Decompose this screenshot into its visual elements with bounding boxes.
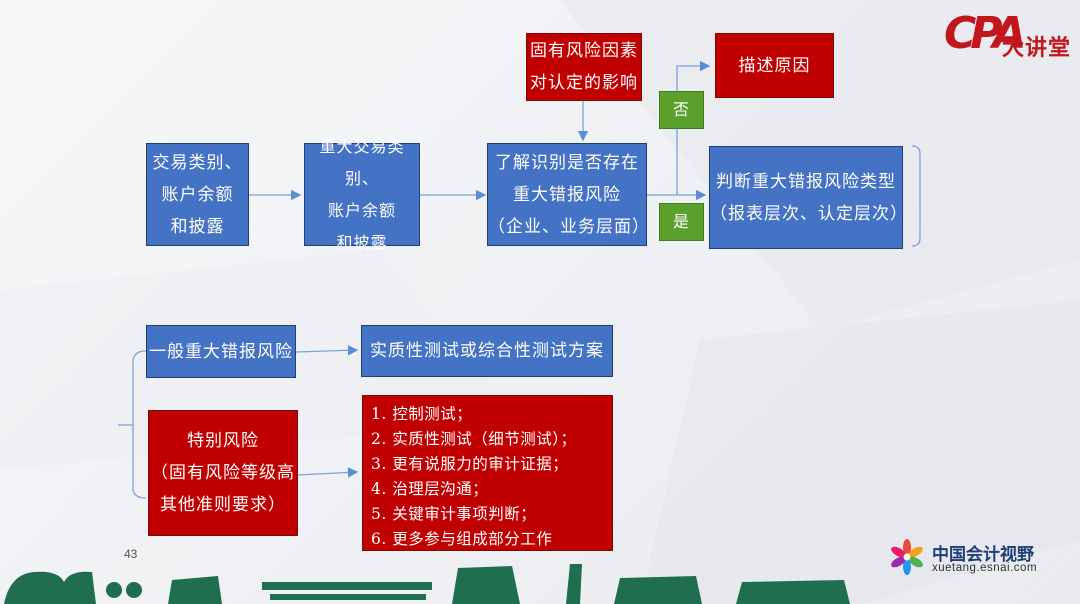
box-identify-line-2: 重大错报风险 [513, 184, 621, 205]
box-significant-line-2: 账户余额 [327, 200, 396, 220]
box-identify-line-1: 了解识别是否存在 [495, 152, 639, 173]
list-item: 6. 更多参与组成部分工作 [371, 530, 553, 548]
list-item: 2. 实质性测试（细节测试）； [371, 430, 577, 448]
box-identify: 了解识别是否存在 重大错报风险 （企业、业务层面） [487, 143, 650, 246]
box-judge-line-1: 判断重大错报风险类型 [716, 171, 896, 192]
box-significant-line-3: 和披露 [336, 232, 388, 252]
cpa-logo-mark: CPA [944, 8, 1027, 59]
box-judge-line-2: （报表层次、认定层次） [710, 203, 908, 224]
box-substantive: 实质性测试或综合性测试方案 [361, 325, 613, 377]
box-inherent-line-2: 对认定的影响 [530, 73, 638, 93]
bottom-decoration [4, 564, 850, 604]
tag-no: 否 [659, 91, 704, 129]
box-inherent-line-1: 固有风险因素 [530, 41, 638, 61]
box-transactions-line-1: 交易类别、 [152, 152, 243, 173]
box-transactions: 交易类别、 账户余额 和披露 [146, 143, 249, 246]
procedure-list: 1. 控制测试； 2. 实质性测试（细节测试）； 3. 更有说服力的审计证据； … [362, 395, 613, 551]
list-item: 1. 控制测试； [371, 405, 473, 423]
tag-no-label: 否 [672, 100, 690, 119]
box-judge: 判断重大错报风险类型 （报表层次、认定层次） [709, 146, 908, 249]
box-general-label: 一般重大错报风险 [149, 341, 293, 362]
box-describe: 描述原因 [715, 33, 834, 98]
box-transactions-line-2: 账户余额 [161, 184, 234, 205]
box-general: 一般重大错报风险 [146, 325, 296, 378]
esnai-logo: 中国会计视野 xuetang.esnai.com [886, 536, 1066, 580]
box-identify-line-3: （企业、业务层面） [488, 216, 650, 237]
box-special-line-3: 其他准则要求） [160, 495, 286, 515]
box-significant: 重大交易类别、 账户余额 和披露 [304, 137, 420, 252]
list-item: 3. 更有说服力的审计证据； [371, 455, 569, 473]
list-item: 5. 关键审计事项判断； [371, 505, 537, 523]
box-describe-label: 描述原因 [738, 55, 811, 76]
cpa-logo: CPA 大讲堂 [942, 8, 1074, 68]
flower-icon [891, 539, 923, 575]
box-special-line-1: 特别风险 [187, 431, 259, 451]
box-special-line-2: （固有风险等级高 [151, 463, 295, 483]
box-special: 特别风险 （固有风险等级高 其他准则要求） [148, 410, 298, 536]
box-transactions-line-3: 和披露 [170, 216, 225, 237]
cpa-logo-text: 大讲堂 [1002, 36, 1072, 61]
tag-yes-label: 是 [672, 212, 690, 231]
box-significant-line-1: 重大交易类别、 [319, 136, 405, 188]
tag-yes: 是 [659, 203, 704, 241]
esnai-logo-name: 中国会计视野 [932, 545, 1034, 565]
box-inherent: 固有风险因素 对认定的影响 [526, 33, 642, 101]
page-number: 43 [124, 547, 138, 561]
box-substantive-label: 实质性测试或综合性测试方案 [370, 341, 604, 361]
list-item: 4. 治理层沟通； [371, 480, 489, 498]
esnai-logo-url: xuetang.esnai.com [932, 562, 1038, 574]
